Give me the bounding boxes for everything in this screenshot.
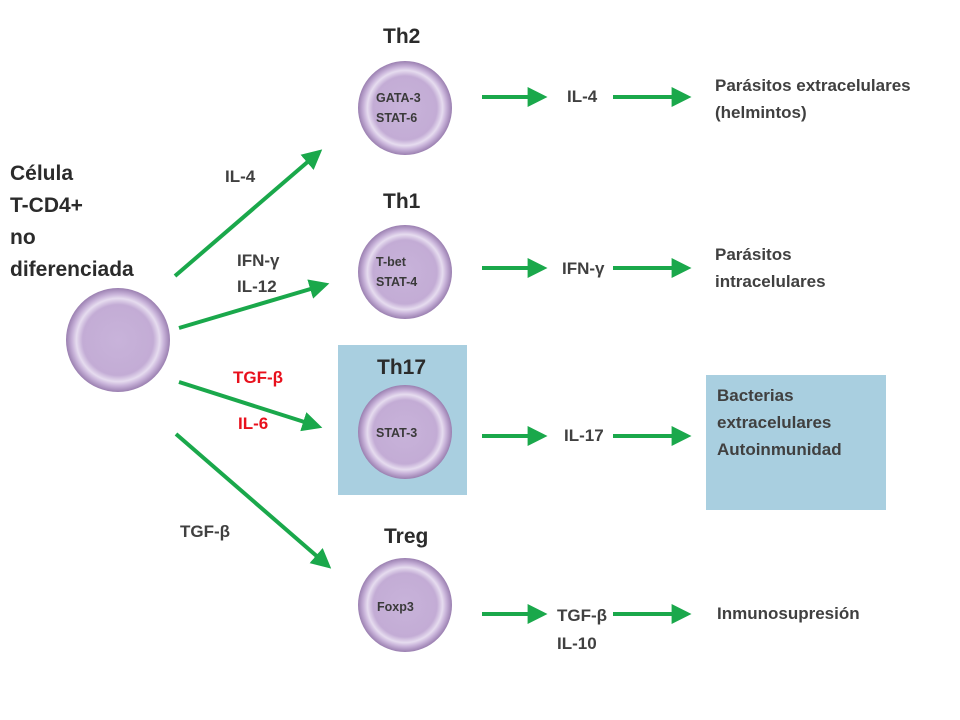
th2-outcome: Parásitos extracelulares (helmintos) [715, 72, 911, 126]
marker-label: STAT-4 [376, 275, 418, 289]
th2-cytokine: IL-4 [567, 87, 598, 106]
th1-title: Th1 [383, 190, 421, 213]
marker-label: GATA-3 [376, 91, 421, 105]
outcome-line: Bacterias [717, 386, 794, 405]
th17-outcome-box [706, 375, 886, 510]
treg-markers: Foxp3 [377, 597, 414, 617]
th17-markers: STAT-3 [376, 423, 417, 443]
th17-cytokine: IL-17 [564, 426, 604, 445]
th1-cytokine: IFN-γ [562, 259, 605, 278]
th1-markers: T-bet STAT-4 [376, 252, 417, 292]
arrow-naive-to-th17 [178, 380, 323, 432]
naive-label-line: diferenciada [10, 258, 134, 281]
treg-title: Treg [384, 525, 429, 548]
th1-outcome: Parásitos intracelulares [715, 241, 826, 295]
input-th1-label-2: IL-12 [237, 277, 277, 296]
input-th17-label-1: TGF-β [233, 368, 284, 387]
cytokine-line: IL-10 [557, 634, 597, 653]
th2-markers: GATA-3 STAT-6 [376, 88, 421, 128]
marker-label: STAT-3 [376, 426, 418, 440]
outcome-line: Parásitos [715, 245, 792, 264]
marker-label: STAT-6 [376, 111, 418, 125]
naive-cell-label: Célula T-CD4+ no diferenciada [10, 158, 170, 286]
input-th2-label: IL-4 [225, 167, 256, 186]
naive-label-line: T-CD4+ [10, 194, 83, 217]
treg-cell-icon [358, 558, 452, 652]
arrow-naive-to-treg [174, 432, 332, 569]
outcome-line: Parásitos extracelulares [715, 76, 911, 95]
input-treg-label: TGF-β [180, 522, 231, 541]
naive-cell-icon [66, 288, 170, 392]
th2-cell-icon [358, 61, 452, 155]
th17-outcome: Bacterias extracelulares Autoinmunidad [717, 382, 842, 463]
outcome-line: extracelulares [717, 413, 832, 432]
input-th1-label-1: IFN-γ [237, 251, 280, 270]
th1-cell-icon [358, 225, 452, 319]
outcome-line: Autoinmunidad [717, 440, 842, 459]
marker-label: T-bet [376, 255, 406, 269]
th17-title: Th17 [377, 356, 427, 379]
th2-title: Th2 [383, 25, 421, 48]
arrow-naive-to-th2 [173, 149, 323, 278]
cytokine-line: TGF-β [557, 606, 608, 625]
outcome-line: Inmunosupresión [717, 604, 860, 623]
outcome-line: (helmintos) [715, 103, 807, 122]
treg-outcome: Inmunosupresión [717, 600, 860, 627]
input-th17-label-2: IL-6 [238, 414, 269, 433]
naive-label-line: no [10, 226, 36, 249]
naive-label-line: Célula [10, 162, 74, 185]
treg-cytokines: TGF-β IL-10 [557, 602, 607, 658]
arrow-naive-to-th1 [178, 279, 330, 330]
marker-label: Foxp3 [377, 600, 414, 614]
th17-cell-icon [358, 385, 452, 479]
outcome-line: intracelulares [715, 272, 826, 291]
